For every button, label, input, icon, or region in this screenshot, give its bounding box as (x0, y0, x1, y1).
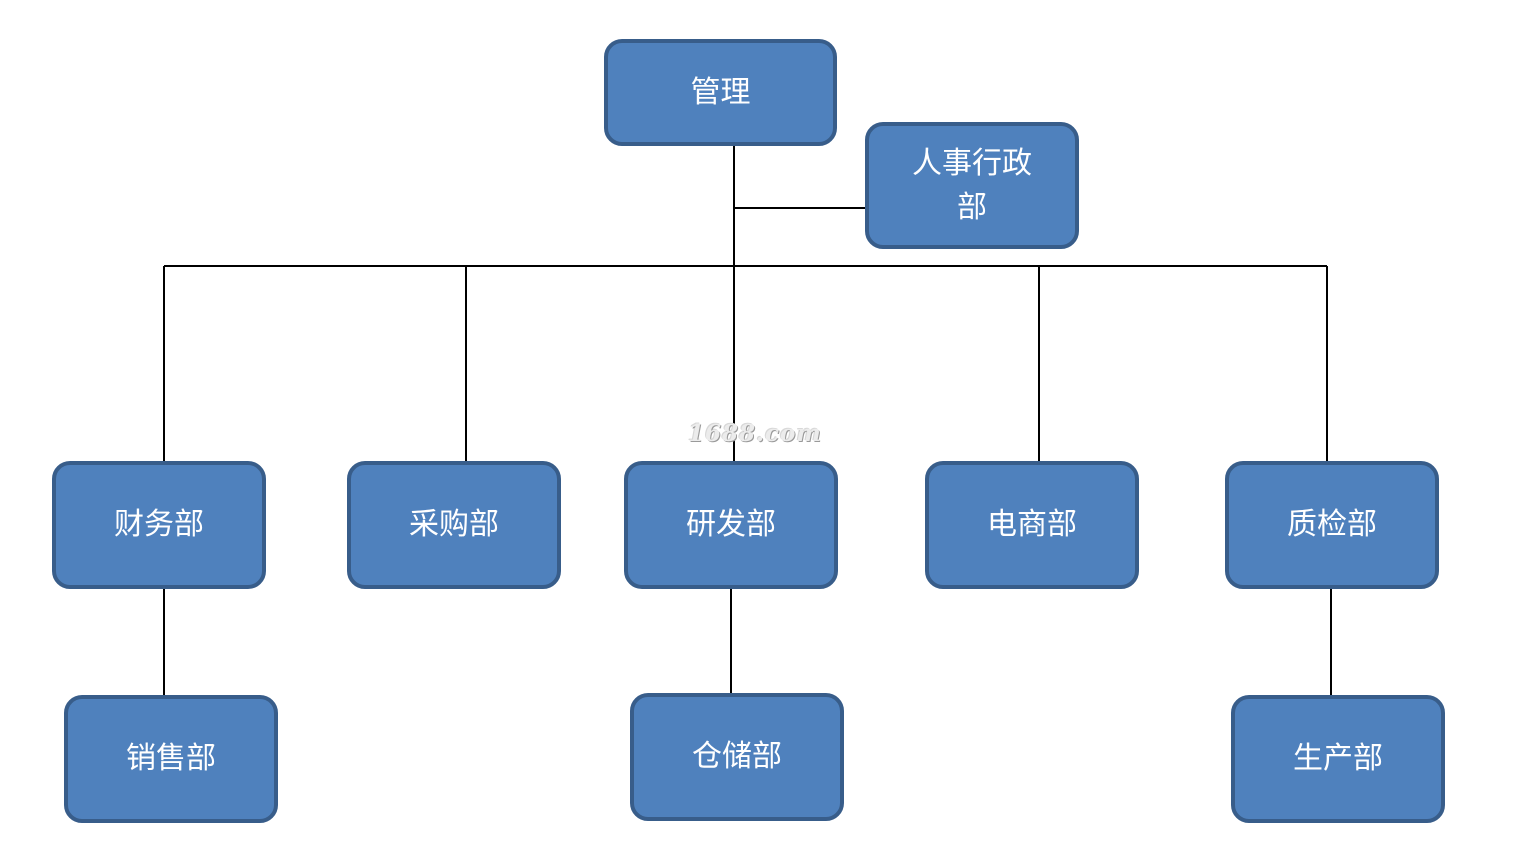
node-rnd-department: 研发部 (624, 461, 838, 589)
node-warehouse-department: 仓储部 (630, 693, 844, 821)
node-purchasing-department: 采购部 (347, 461, 561, 589)
node-rnd-department-label: 研发部 (686, 507, 776, 542)
node-quality-control-department: 质检部 (1225, 461, 1439, 589)
watermark-text: 1688.com (688, 420, 822, 447)
node-sales-department: 销售部 (64, 695, 278, 823)
node-production-department: 生产部 (1231, 695, 1445, 823)
node-purchasing-department-label: 采购部 (409, 507, 499, 542)
node-finance-department-label: 财务部 (114, 507, 204, 542)
node-finance-department: 财务部 (52, 461, 266, 589)
node-ecommerce-department: 电商部 (925, 461, 1139, 589)
node-quality-control-department-label: 质检部 (1287, 507, 1377, 542)
node-hr-admin-department: 人事行政部 (865, 122, 1079, 249)
node-management-label: 管理 (690, 74, 751, 110)
node-warehouse-department-label: 仓储部 (692, 739, 782, 774)
node-production-department-label: 生产部 (1293, 741, 1383, 776)
node-management: 管理 (604, 39, 837, 146)
node-hr-admin-department-label: 人事行政部 (912, 145, 1032, 225)
node-ecommerce-department-label: 电商部 (987, 507, 1077, 542)
node-sales-department-label: 销售部 (126, 741, 216, 776)
